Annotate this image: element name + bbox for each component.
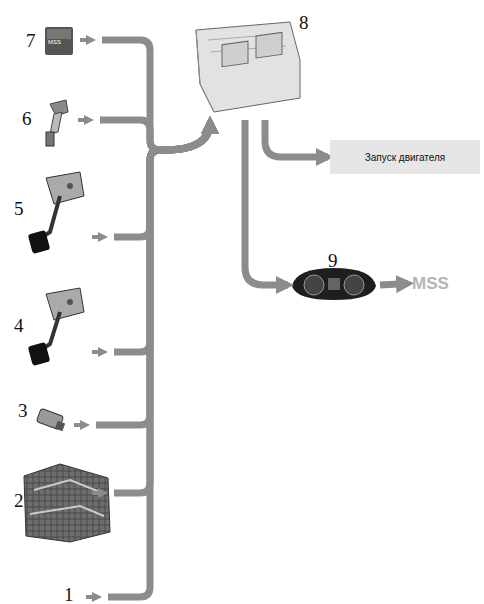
component-node: 6 bbox=[18, 98, 74, 148]
callout-number: 3 bbox=[18, 401, 28, 420]
arrow-line bbox=[108, 122, 210, 597]
component-node: 1 bbox=[62, 588, 82, 602]
signal-arrow bbox=[86, 122, 210, 597]
signal-arrow bbox=[80, 40, 210, 150]
pressure-sensor bbox=[36, 408, 65, 431]
instrument-cluster bbox=[292, 268, 376, 300]
mss-switch bbox=[45, 27, 73, 55]
arrow-line bbox=[78, 118, 90, 122]
arrow-line bbox=[80, 38, 92, 42]
callout-number: 2 bbox=[14, 491, 24, 510]
output-label: MSS bbox=[412, 275, 449, 292]
arrow-line bbox=[114, 122, 210, 352]
arrow-line bbox=[380, 284, 408, 286]
callout-number: 5 bbox=[14, 199, 24, 218]
signal-arrow bbox=[245, 120, 288, 285]
arrow-line bbox=[114, 122, 210, 237]
arrow-line bbox=[74, 423, 86, 427]
callout-number: 6 bbox=[22, 109, 32, 128]
output-text: MSS bbox=[412, 275, 449, 292]
arrow-line bbox=[102, 40, 210, 150]
component-node: 8 bbox=[185, 15, 305, 120]
arrow-line bbox=[86, 595, 98, 599]
arrow-line bbox=[92, 235, 104, 239]
component-node: 9 bbox=[290, 255, 376, 300]
arrow-line bbox=[92, 491, 104, 495]
signal-arrow bbox=[74, 122, 210, 425]
signal-arrow bbox=[380, 284, 408, 286]
component-node: 3 bbox=[14, 400, 70, 436]
brake-pedal bbox=[28, 288, 84, 366]
callout-number: 8 bbox=[299, 13, 309, 32]
callout-number: 4 bbox=[14, 316, 24, 335]
output-box: Запуск двигателя bbox=[330, 140, 480, 174]
output-text: Запуск двигателя bbox=[365, 152, 446, 163]
arrow-line bbox=[245, 120, 288, 285]
component-node: 4 bbox=[10, 288, 88, 362]
callout-number: 7 bbox=[26, 31, 36, 50]
callout-number: 9 bbox=[328, 251, 338, 270]
gearbox bbox=[24, 464, 110, 542]
signal-arrow bbox=[265, 120, 328, 157]
component-node: 7 MSS bbox=[26, 26, 76, 58]
callout-number: 1 bbox=[64, 585, 74, 604]
component-node: 2 bbox=[10, 462, 88, 544]
button-label: MSS bbox=[48, 39, 61, 45]
arrow-line bbox=[114, 122, 210, 493]
arrow-line bbox=[265, 120, 328, 157]
component-node: 5 bbox=[10, 172, 88, 258]
clutch-pedal bbox=[28, 172, 84, 254]
engine-control-unit bbox=[196, 22, 300, 112]
speed-sensor bbox=[46, 100, 68, 146]
arrow-line bbox=[92, 350, 104, 354]
